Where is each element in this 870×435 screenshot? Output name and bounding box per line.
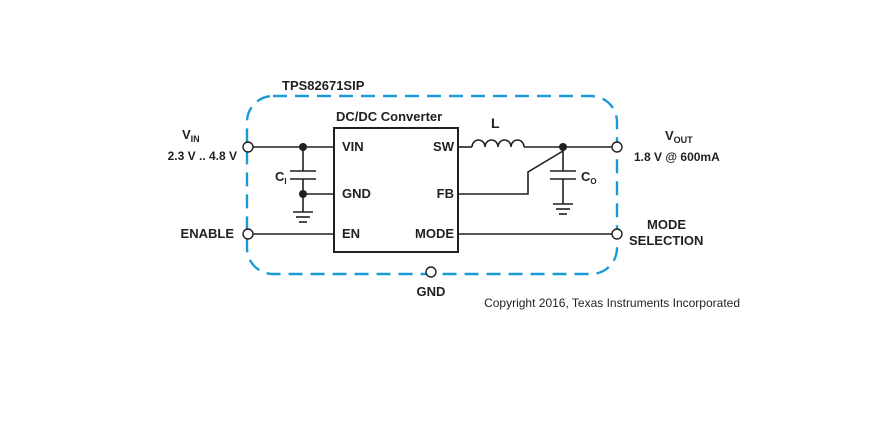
vout-label: VOUT: [665, 128, 693, 145]
enable-label: ENABLE: [181, 226, 235, 241]
module-name: TPS82671SIP: [282, 78, 365, 93]
ci-label: CI: [275, 169, 287, 186]
converter-title: DC/DC Converter: [336, 109, 442, 124]
vin-label: VIN: [182, 127, 200, 144]
vin-terminal: [242, 141, 254, 153]
converter-block: [333, 127, 459, 253]
inductor-coil: [471, 139, 525, 148]
copyright-text: Copyright 2016, Texas Instruments Incorp…: [484, 296, 740, 310]
pin-sw-label: SW: [433, 139, 455, 154]
gnd-terminal-label: GND: [417, 284, 446, 299]
pin-fb-label: FB: [437, 186, 454, 201]
fb-wire: [458, 150, 564, 195]
vout-terminal: [611, 141, 623, 153]
pin-mode-label: MODE: [415, 226, 454, 241]
mode-terminal: [611, 228, 623, 240]
mode-selection-line2: SELECTION: [629, 233, 703, 248]
pin-vin-label: VIN: [342, 139, 364, 154]
gnd-terminal: [425, 266, 437, 278]
pin-gnd-label: GND: [342, 186, 371, 201]
mode-selection-line1: MODE: [647, 217, 686, 232]
pin-en-label: EN: [342, 226, 360, 241]
vout-value: 1.8 V @ 600mA: [634, 150, 720, 164]
vin-range: 2.3 V .. 4.8 V: [168, 149, 237, 163]
inductor-label: L: [491, 115, 500, 131]
co-label: CO: [581, 169, 597, 186]
enable-terminal: [242, 228, 254, 240]
